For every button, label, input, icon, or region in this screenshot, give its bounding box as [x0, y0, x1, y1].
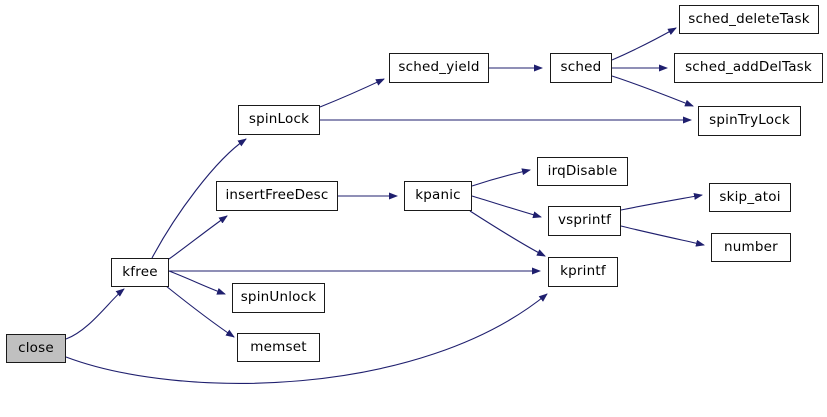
edge-kfree-to-memset: [165, 285, 235, 338]
edge-kpanic-to-vsprintf: [471, 195, 542, 219]
edge-kfree-to-spinLock: [151, 138, 247, 259]
edge-vsprintf-to-skip_atoi: [620, 192, 703, 211]
node-spinTryLock[interactable]: spinTryLock: [698, 106, 801, 136]
edge-sched-to-spinTryLock: [611, 75, 694, 107]
node-kfree[interactable]: kfree: [111, 258, 169, 287]
node-label-sched_yield: sched_yield: [398, 59, 480, 76]
node-label-kpanic: kpanic: [415, 187, 461, 204]
node-label-kprintf: kprintf: [560, 263, 606, 280]
node-insertFreeDesc[interactable]: insertFreeDesc: [216, 181, 338, 211]
node-sched[interactable]: sched: [550, 53, 612, 83]
node-label-spinUnlock: spinUnlock: [240, 289, 317, 306]
node-close[interactable]: close: [6, 334, 66, 363]
node-skip_atoi[interactable]: skip_atoi: [709, 183, 791, 212]
node-kpanic[interactable]: kpanic: [404, 181, 472, 211]
edge-kfree-to-spinUnlock: [168, 270, 226, 295]
edge-kpanic-to-irqDisable: [471, 168, 531, 187]
edges-group: [65, 27, 705, 384]
node-label-insertFreeDesc: insertFreeDesc: [225, 187, 329, 204]
node-sched_addDelTask[interactable]: sched_addDelTask: [674, 53, 823, 83]
edge-sched-to-sched_deleteTask: [611, 27, 677, 61]
edge-spinLock-to-sched_yield: [319, 78, 385, 108]
node-label-sched_addDelTask: sched_addDelTask: [685, 59, 812, 76]
node-label-memset: memset: [250, 338, 307, 355]
node-label-spinTryLock: spinTryLock: [709, 112, 790, 129]
node-label-sched_deleteTask: sched_deleteTask: [688, 10, 810, 27]
node-sched_deleteTask[interactable]: sched_deleteTask: [679, 5, 819, 34]
edge-kpanic-to-kprintf: [469, 210, 546, 257]
node-spinUnlock[interactable]: spinUnlock: [232, 283, 325, 313]
node-label-skip_atoi: skip_atoi: [719, 188, 781, 205]
edge-close-to-kfree: [65, 288, 125, 340]
edge-kfree-to-insertFreeDesc: [168, 215, 228, 260]
node-label-irqDisable: irqDisable: [547, 162, 618, 179]
node-kprintf[interactable]: kprintf: [548, 257, 618, 287]
node-number[interactable]: number: [711, 233, 791, 262]
node-label-spinLock: spinLock: [248, 111, 310, 128]
node-label-close: close: [18, 339, 54, 356]
node-label-kfree: kfree: [122, 263, 158, 280]
edge-close-to-kprintf: [65, 293, 548, 384]
node-vsprintf[interactable]: vsprintf: [548, 206, 621, 236]
node-label-number: number: [724, 238, 778, 255]
edge-vsprintf-to-number: [620, 225, 705, 247]
node-label-sched: sched: [560, 59, 602, 76]
node-label-vsprintf: vsprintf: [557, 212, 612, 229]
node-spinLock[interactable]: spinLock: [238, 105, 320, 135]
node-irqDisable[interactable]: irqDisable: [537, 157, 628, 186]
node-sched_yield[interactable]: sched_yield: [389, 53, 489, 83]
node-memset[interactable]: memset: [237, 333, 320, 362]
